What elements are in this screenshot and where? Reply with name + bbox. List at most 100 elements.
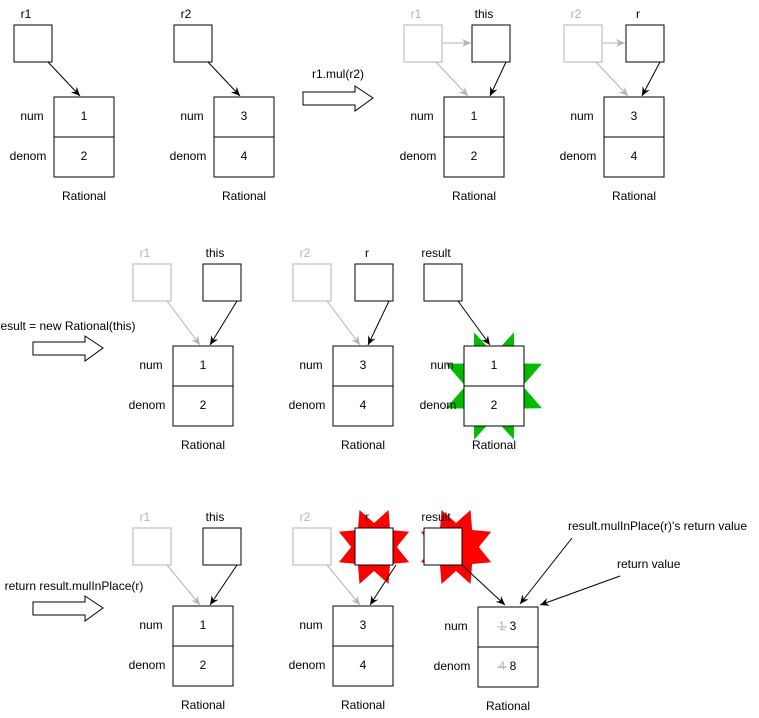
- this-ref-box: [202, 527, 242, 566]
- reference-arrow: [207, 61, 241, 97]
- rational-r-num-value: 3: [631, 109, 638, 123]
- reference-arrow: [209, 300, 238, 346]
- rational-r1-denom-label: denom: [10, 149, 47, 163]
- r2-ref-inactive-label: r2: [300, 510, 311, 524]
- rational-r-3-num-value: 3: [360, 618, 367, 632]
- rational-r-num-label: num: [570, 109, 593, 123]
- step-mul-arrow-icon: [302, 85, 374, 112]
- result-ref-label: result: [421, 510, 451, 524]
- r1-ref-box: [13, 24, 53, 63]
- rational-result-final-denom-label: denom: [434, 659, 471, 673]
- reference-arrow: [461, 564, 506, 606]
- num-old-value: 1: [499, 619, 506, 633]
- rational-this-2-denom-label: denom: [129, 398, 166, 412]
- reference-arrow: [47, 61, 81, 97]
- rational-this-2-class-label: Rational: [181, 438, 225, 452]
- rational-result-new-denom-label: denom: [420, 398, 457, 412]
- rational-this-3-class-label: Rational: [181, 698, 225, 712]
- rational-this-denom-label: denom: [400, 149, 437, 163]
- step-mul-label: r1.mul(r2): [312, 67, 364, 81]
- rational-r-3-num-label: num: [299, 618, 322, 632]
- rational-this-class-label: Rational: [452, 189, 496, 203]
- this-ref-box: [471, 24, 511, 63]
- rational-this-2: [172, 345, 234, 427]
- rational-this-3: [172, 605, 234, 687]
- denom-new-value: 8: [510, 659, 517, 673]
- reference-arrow: [641, 61, 661, 97]
- rational-this-2-num-value: 1: [200, 358, 207, 372]
- rational-r2-num-label: num: [180, 109, 203, 123]
- r1-ref-inactive-box: [132, 527, 172, 566]
- r2-ref-inactive-box: [563, 24, 603, 63]
- rational-result-new-denom-value: 2: [491, 398, 498, 412]
- r-ref-label: r: [636, 7, 640, 21]
- step-new-rational-arrow-icon: [32, 335, 104, 362]
- r2-ref-inactive-box: [292, 263, 332, 302]
- rational-result-final-class-label: Rational: [486, 699, 530, 713]
- rational-r-3-class-label: Rational: [341, 698, 385, 712]
- rational-result-new: [463, 345, 525, 427]
- rational-r2-denom-label: denom: [170, 149, 207, 163]
- rational-result-new-num-value: 1: [491, 358, 498, 372]
- rational-this-3-denom-value: 2: [200, 658, 207, 672]
- reference-arrow: [166, 300, 201, 346]
- rational-r-2-class-label: Rational: [341, 438, 385, 452]
- reference-arrow: [326, 300, 361, 346]
- rational-result-new-class-label: Rational: [472, 438, 516, 452]
- rational-r-2-num-label: num: [299, 358, 322, 372]
- rational-r-2-num-value: 3: [360, 358, 367, 372]
- result-ref-box: [423, 527, 463, 566]
- r1-ref-inactive-label: r1: [140, 246, 151, 260]
- rational-r-class-label: Rational: [612, 189, 656, 203]
- r1-ref-inactive-label: r1: [140, 510, 151, 524]
- reference-arrow: [457, 300, 491, 346]
- step-return-label: return result.mulInPlace(r): [5, 579, 144, 593]
- r1-ref-inactive-box: [403, 24, 443, 63]
- rational-r-denom-value: 4: [631, 149, 638, 163]
- r-ref-box: [354, 263, 394, 302]
- r2-ref-inactive-label: r2: [300, 246, 311, 260]
- rational-r: [603, 96, 665, 178]
- rational-r1-class-label: Rational: [62, 189, 106, 203]
- reference-arrow: [209, 564, 238, 606]
- rational-r1-denom-value: 2: [81, 149, 88, 163]
- rational-this-3-num-label: num: [139, 618, 162, 632]
- rational-this-num-label: num: [410, 109, 433, 123]
- this-ref-box: [202, 263, 242, 302]
- reference-arrow: [489, 61, 507, 97]
- rational-r1: [53, 96, 115, 178]
- rational-result-final-num-label: num: [444, 619, 467, 633]
- rational-r2-class-label: Rational: [222, 189, 266, 203]
- return-value-annotation: return value: [617, 557, 681, 571]
- step-return-arrow-icon: [32, 595, 104, 622]
- r1-ref-inactive-box: [132, 263, 172, 302]
- rational-r-denom-label: denom: [560, 149, 597, 163]
- reference-arrow: [326, 564, 361, 606]
- rational-result-new-num-label: num: [430, 358, 453, 372]
- r-ref-label: r: [365, 510, 369, 524]
- r2-ref-inactive-label: r2: [571, 7, 582, 21]
- this-ref-label: this: [475, 7, 494, 21]
- num-new-value: 3: [510, 619, 517, 633]
- rational-r-3: [332, 605, 394, 687]
- reference-arrow: [369, 564, 397, 606]
- this-ref-label: this: [206, 246, 225, 260]
- rational-this: [443, 96, 505, 178]
- rational-this-num-value: 1: [471, 109, 478, 123]
- step-new-rational-label: result = new Rational(this): [0, 319, 136, 333]
- r2-ref-label: r2: [181, 7, 192, 21]
- rational-r-3-denom-label: denom: [289, 658, 326, 672]
- rational-r2: [213, 96, 275, 178]
- rational-r-2-denom-value: 4: [360, 398, 367, 412]
- rational-r-2-denom-label: denom: [289, 398, 326, 412]
- reference-arrow: [435, 61, 469, 97]
- r1-ref-inactive-label: r1: [411, 7, 422, 21]
- denom-old-value: 4: [499, 659, 506, 673]
- r1-ref-label: r1: [21, 7, 32, 21]
- rational-result-final: [477, 606, 539, 688]
- r-ref-label: r: [365, 246, 369, 260]
- reference-arrow: [166, 564, 201, 606]
- result-ref-box: [423, 263, 463, 302]
- reference-arrow: [539, 575, 621, 606]
